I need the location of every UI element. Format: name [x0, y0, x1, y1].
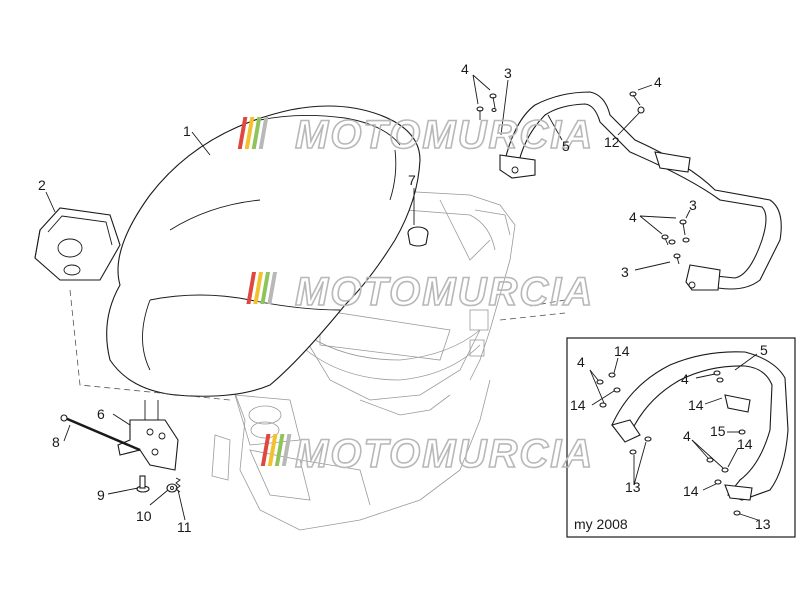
screw-4-right: [629, 91, 645, 114]
screws-main: [476, 91, 690, 265]
callout-9: 9: [97, 487, 105, 503]
rubber-stop-part-7: [407, 226, 429, 247]
callout-numbers: 1 2 7 4 3 5 4 12 4 3 3 6 8 9 10 11: [38, 61, 697, 535]
callout-5: 5: [562, 138, 570, 154]
inset-callout-15: 15: [710, 423, 726, 439]
inset-callout-14-c: 14: [688, 397, 704, 413]
leader-lines: [45, 74, 691, 521]
inset-callout-5: 5: [760, 342, 768, 358]
reference-lines: [69, 289, 566, 401]
inset-callout-14-b: 14: [570, 397, 586, 413]
clip-part-11: [175, 477, 181, 493]
callout-12: 12: [604, 134, 620, 150]
watermark-text: MOTOMURCIA: [295, 432, 594, 476]
seat-hinge-part-6: [117, 400, 179, 471]
inset-callout-14-a: 14: [614, 343, 630, 359]
screw-3-mid: [679, 219, 690, 243]
callout-4-b: 4: [654, 74, 662, 90]
inset-callout-4-c: 4: [683, 428, 691, 444]
inset-callout-14-d: 14: [737, 436, 753, 452]
grab-rail-part-5: [499, 91, 782, 291]
inset-callout-numbers: 4 14 5 4 14 14 15 4 14 13 14 13: [570, 342, 771, 532]
inset-callout-13-a: 13: [625, 479, 641, 495]
screw-4-top: [476, 106, 484, 120]
seat-part-1: [106, 105, 421, 397]
watermark-middle: MOTOMURCIA: [246, 269, 594, 315]
callout-1: 1: [183, 123, 191, 139]
callout-3-b: 3: [689, 197, 697, 213]
glove-box-part-2: [34, 207, 121, 281]
hinge-pin-part-8: [60, 414, 141, 452]
screw-3-top: [489, 93, 497, 113]
inset-screws: [596, 370, 746, 516]
screw-part-9: [136, 475, 150, 493]
watermark-top: MOTOMURCIA: [237, 112, 594, 158]
callout-10: 10: [136, 508, 152, 524]
callout-8: 8: [52, 434, 60, 450]
inset-my2008: my 2008: [566, 337, 796, 538]
callout-3-c: 3: [621, 264, 629, 280]
watermark-text: MOTOMURCIA: [295, 113, 594, 157]
callout-6: 6: [97, 406, 105, 422]
callout-11: 11: [177, 519, 192, 535]
watermark-bottom: MOTOMURCIA: [260, 431, 594, 477]
washer-part-10: [166, 483, 178, 493]
callout-4-c: 4: [629, 209, 637, 225]
callout-4-a: 4: [461, 61, 469, 77]
callout-3-a: 3: [504, 65, 512, 81]
callout-2: 2: [38, 177, 46, 193]
screw-3-low: [673, 253, 681, 265]
inset-leaders: [589, 353, 759, 521]
watermark-text: MOTOMURCIA: [295, 270, 594, 314]
inset-callout-4-a: 4: [577, 354, 585, 370]
screw-4-mid: [661, 234, 676, 246]
inset-label: my 2008: [574, 516, 628, 532]
inset-callout-4-b: 4: [681, 371, 689, 387]
inset-callout-13-b: 13: [755, 516, 771, 532]
callout-7: 7: [408, 172, 416, 188]
inset-callout-14-e: 14: [683, 483, 699, 499]
